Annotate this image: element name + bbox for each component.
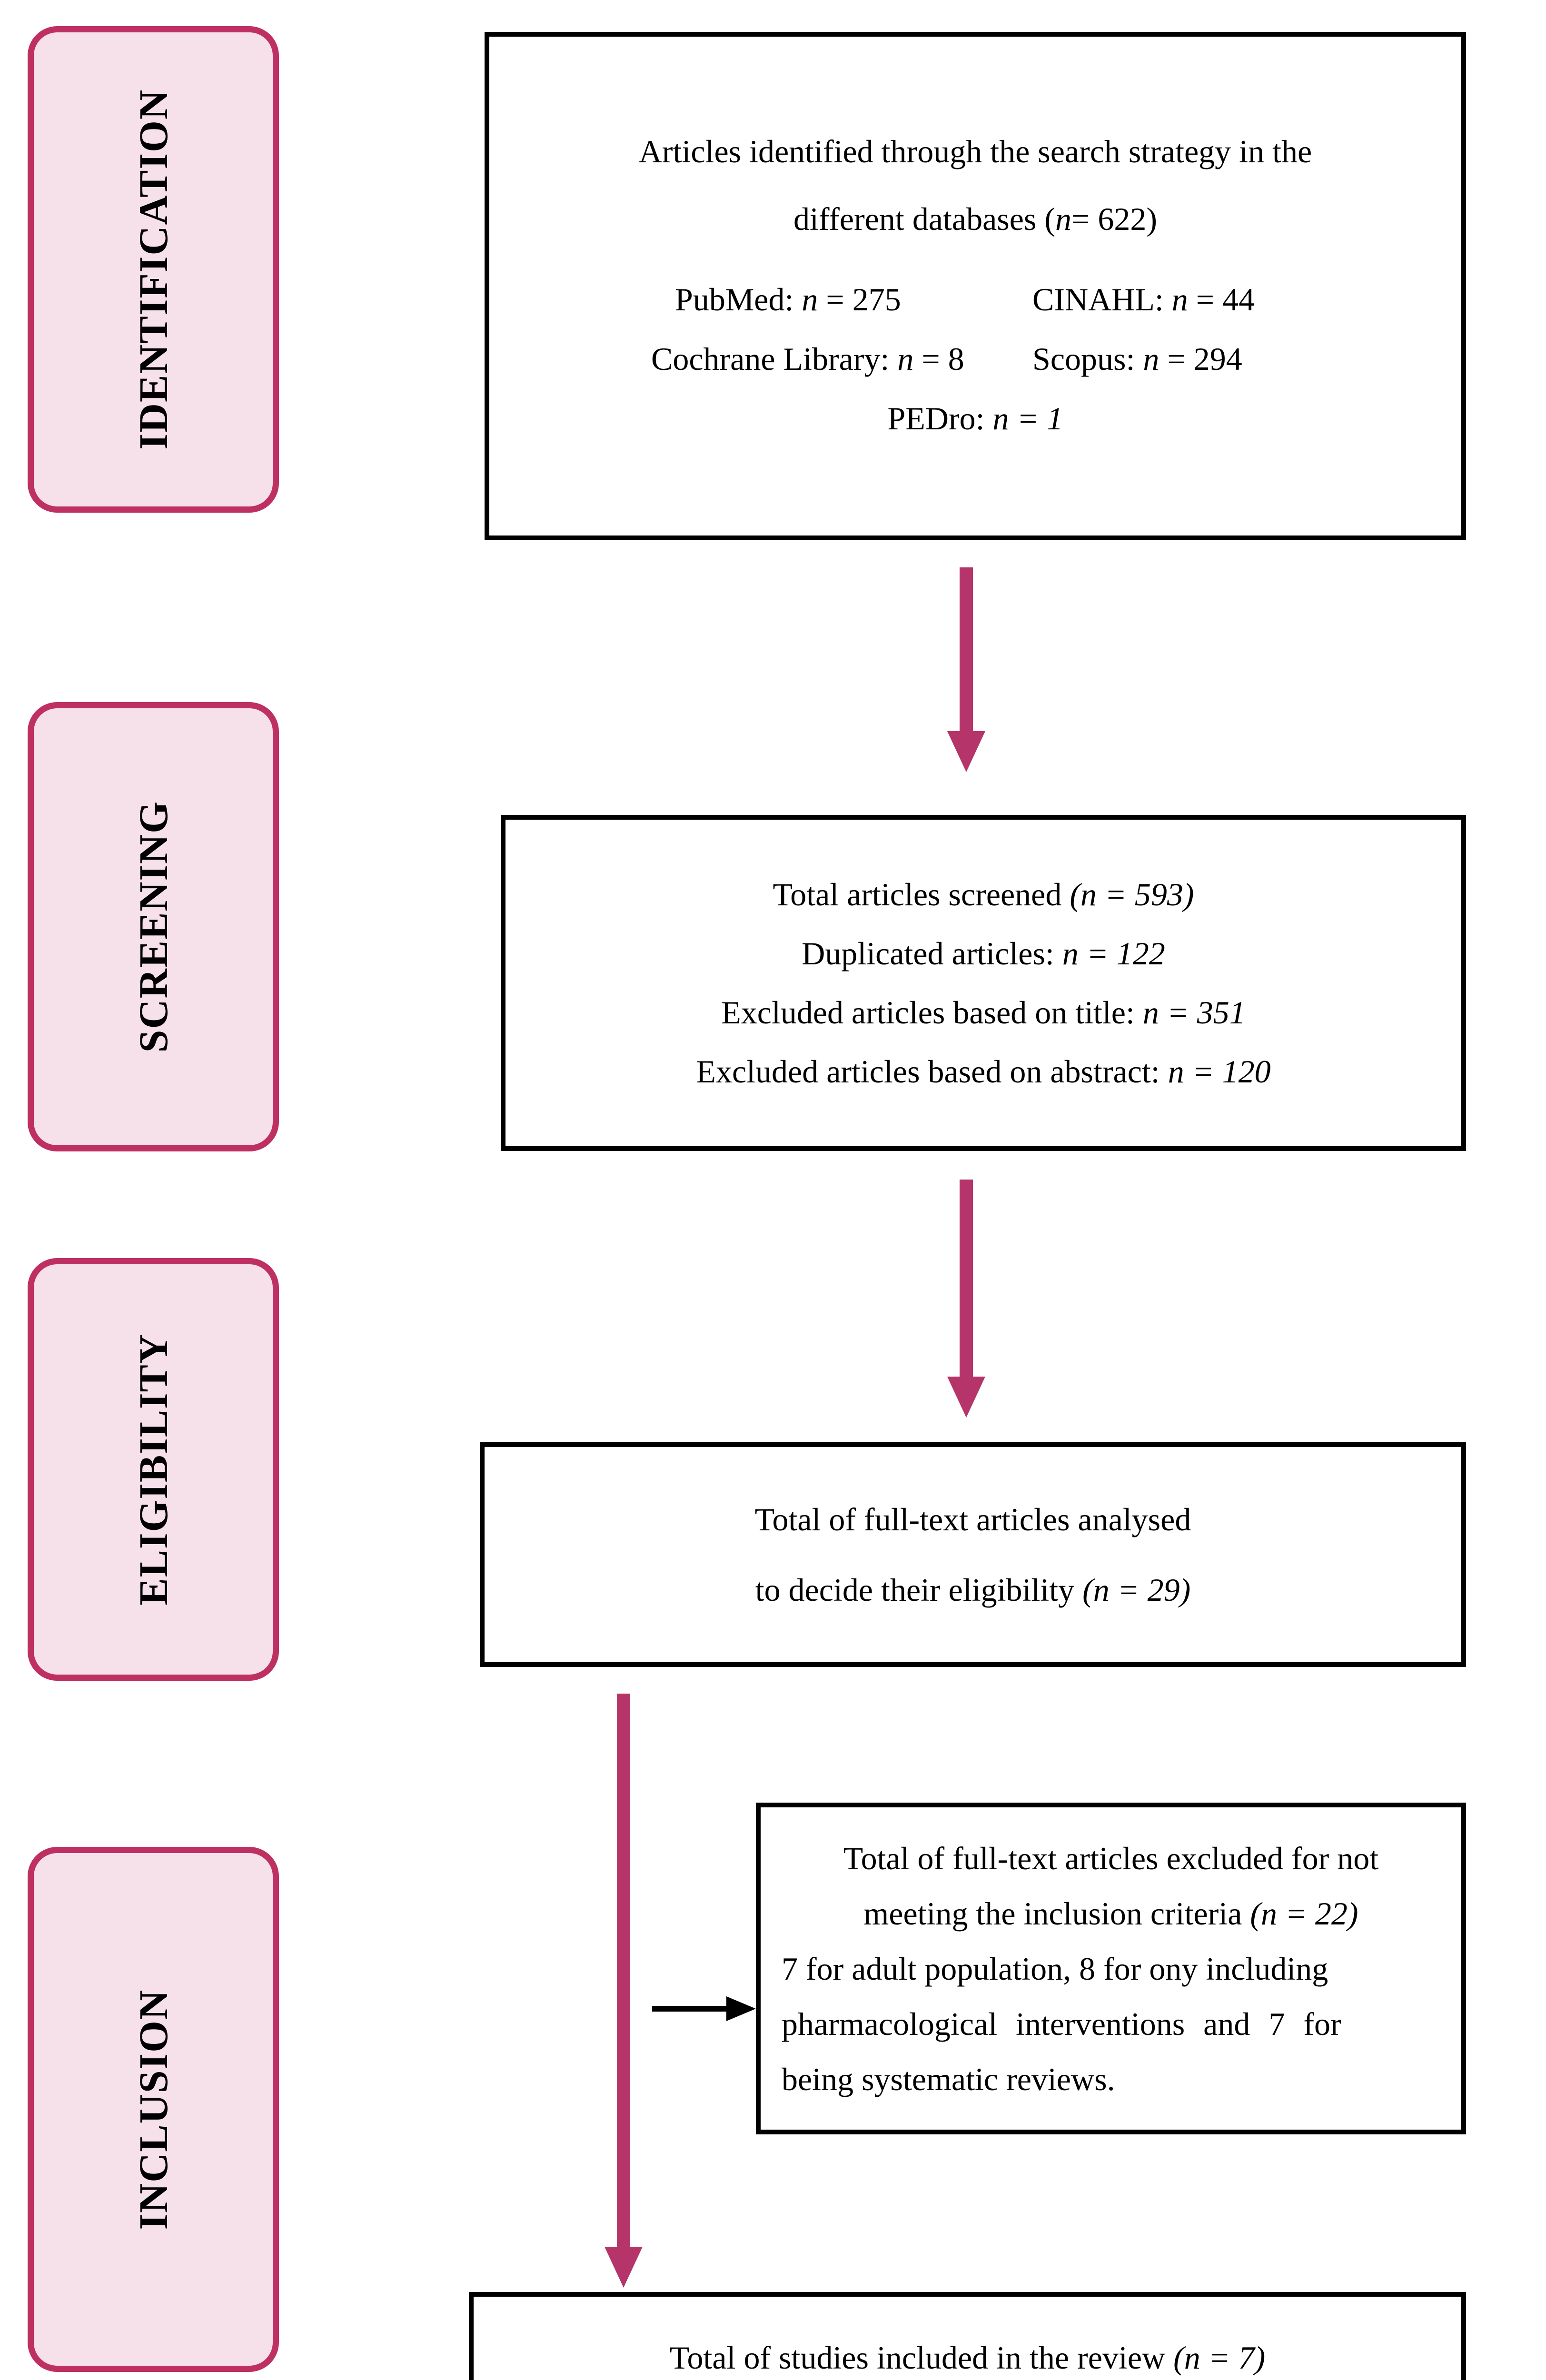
fulltext-line2-pre: to decide their eligibility xyxy=(755,1572,1083,1608)
arrow-shaft xyxy=(960,1180,973,1378)
fulltext-line2-value: (n = 29) xyxy=(1082,1572,1191,1608)
screened-line4-pre: Excluded articles based on abstract: xyxy=(696,1053,1168,1090)
db-pubmed-n: n xyxy=(802,281,818,317)
stage-label-screening: SCREENING xyxy=(28,702,279,1151)
db-pubmed-value: = 275 xyxy=(826,281,901,317)
screened-line-3: Excluded articles based on title: n = 35… xyxy=(529,996,1437,1029)
excluded-line-3: 7 for adult population, 8 for ony includ… xyxy=(782,1950,1328,1987)
excluded-line-2: meeting the inclusion criteria (n = 22) xyxy=(782,1897,1440,1930)
identified-line-2: different databases (n= 622) xyxy=(518,203,1433,235)
screened-line1-pre: Total articles screened xyxy=(773,876,1070,912)
included-line1-pre: Total of studies included in the review xyxy=(669,2340,1174,2376)
arrow-shaft xyxy=(617,1694,630,2249)
screened-line-2: Duplicated articles: n = 122 xyxy=(529,937,1437,970)
db-row-cinahl: CINAHL: n = 44 xyxy=(975,281,1433,318)
db-cinahl-value: = 44 xyxy=(1196,281,1255,317)
screened-line3-value: n = 351 xyxy=(1142,994,1246,1031)
db-row-scopus: Scopus: n = 294 xyxy=(975,340,1433,378)
stage-label-inclusion-text: INCLUSION xyxy=(130,1989,176,2230)
excluded-line2-pre: meeting the inclusion criteria xyxy=(863,1895,1250,1932)
db-pubmed-name: PubMed: xyxy=(675,281,794,317)
db-scopus-value: = 294 xyxy=(1167,340,1242,377)
arrow-fulltext-to-included xyxy=(595,1694,652,2288)
db-scopus-name: Scopus: xyxy=(1032,340,1135,377)
db-cochrane-value: = 8 xyxy=(922,340,964,377)
excluded-line-1: Total of full-text articles excluded for… xyxy=(843,1840,1379,1876)
db-cinahl-name: CINAHL: xyxy=(1032,281,1164,317)
db-cochrane-name: Cochrane Library: xyxy=(651,340,890,377)
included-line1-value: (n = 7) xyxy=(1173,2340,1266,2376)
identified-line-1: Articles identified through the search s… xyxy=(638,133,1312,169)
box-studies-included: Total of studies included in the review … xyxy=(469,2292,1466,2380)
screened-line2-pre: Duplicated articles: xyxy=(802,935,1062,972)
arrow-head xyxy=(947,1377,985,1418)
box-fulltext-excluded: Total of full-text articles excluded for… xyxy=(756,1803,1466,2134)
box-articles-screened: Total articles screened (n = 593) Duplic… xyxy=(501,815,1466,1151)
excluded-line2-value: (n = 22) xyxy=(1250,1895,1358,1932)
identified-line2-n: n xyxy=(1055,200,1072,237)
box-articles-identified: Articles identified through the search s… xyxy=(485,32,1466,540)
fulltext-line-1: Total of full-text articles analysed xyxy=(754,1501,1191,1537)
db-scopus-n: n xyxy=(1143,340,1160,377)
arrow-shaft xyxy=(960,567,973,733)
db-pedro-n: n xyxy=(992,400,1009,436)
stage-label-eligibility: ELIGIBILITY xyxy=(28,1258,279,1681)
box-fulltext-analysed: Total of full-text articles analysed to … xyxy=(480,1442,1466,1667)
arrow-head xyxy=(726,1996,756,2021)
arrow-identified-to-screened xyxy=(938,567,995,772)
excluded-line-4: pharmacological interventions and 7 for xyxy=(782,2005,1341,2042)
db-pedro-name: PEDro: xyxy=(887,400,985,436)
fulltext-line-2: to decide their eligibility (n = 29) xyxy=(508,1574,1437,1606)
db-cochrane-n: n xyxy=(897,340,914,377)
db-row-pubmed: PubMed: n = 275 xyxy=(518,281,975,318)
identified-line2-post: = 622) xyxy=(1071,200,1158,237)
arrow-screened-to-fulltext xyxy=(938,1180,995,1418)
arrow-to-excluded-box xyxy=(652,1994,756,2023)
identified-database-counts: PubMed: n = 275 CINAHL: n = 44 Cochrane … xyxy=(518,281,1433,437)
screened-line-4: Excluded articles based on abstract: n =… xyxy=(529,1055,1437,1088)
excluded-line-5: being systematic reviews. xyxy=(782,2061,1115,2097)
screened-line1-value: (n = 593) xyxy=(1070,876,1194,912)
arrow-head xyxy=(947,731,985,772)
db-pedro-value: = 1 xyxy=(1017,400,1063,436)
arrow-shaft xyxy=(652,2006,731,2012)
screened-line-1: Total articles screened (n = 593) xyxy=(529,878,1437,911)
stage-label-inclusion: INCLUSION xyxy=(28,1847,279,2372)
db-row-cochrane: Cochrane Library: n = 8 xyxy=(518,340,975,378)
db-cinahl-n: n xyxy=(1171,281,1188,317)
screened-line4-value: n = 120 xyxy=(1168,1053,1271,1090)
identified-line2-pre: different databases ( xyxy=(793,200,1056,237)
arrow-head xyxy=(605,2247,643,2288)
stage-label-identification-text: IDENTIFICATION xyxy=(130,89,176,450)
included-line-1: Total of studies included in the review … xyxy=(493,2341,1442,2374)
stage-label-identification: IDENTIFICATION xyxy=(28,26,279,513)
db-row-pedro: PEDro: n = 1 xyxy=(518,400,1433,437)
screened-line2-value: n = 122 xyxy=(1062,935,1165,972)
stage-label-screening-text: SCREENING xyxy=(130,801,176,1053)
stage-label-eligibility-text: ELIGIBILITY xyxy=(130,1333,176,1606)
screened-line3-pre: Excluded articles based on title: xyxy=(721,994,1143,1031)
